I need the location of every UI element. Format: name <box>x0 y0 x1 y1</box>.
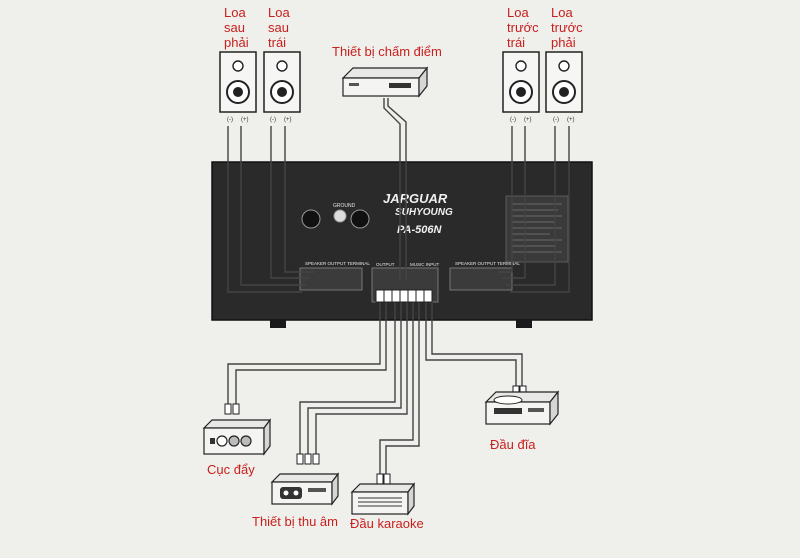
svg-text:(+): (+) <box>524 117 532 123</box>
label-front-right: Loa trước phải <box>551 5 583 50</box>
label-recorder: Thiết bị thu âm <box>252 514 338 529</box>
svg-text:(-): (-) <box>510 117 516 123</box>
svg-text:(-): (-) <box>553 117 559 123</box>
recorder-device <box>270 472 340 506</box>
svg-text:trước: trước <box>551 20 583 35</box>
disc-player-device <box>484 390 560 426</box>
svg-text:trước: trước <box>507 20 539 35</box>
speaker-front-left <box>502 51 540 113</box>
label-rear-left: Loa sau trái <box>268 5 290 50</box>
label-power-amp: Cục đẩy <box>207 462 255 477</box>
output-label: OUTPUT <box>376 262 395 267</box>
svg-text:trái: trái <box>507 35 525 50</box>
speaker-rear-left <box>263 51 301 113</box>
model-number: PA-506N <box>397 224 442 236</box>
speaker-front-right <box>545 51 583 113</box>
label-karaoke-player: Đầu karaoke <box>350 516 424 531</box>
ground-label: GROUND <box>333 203 356 209</box>
scoring-device <box>341 66 429 98</box>
svg-text:(+): (+) <box>567 117 575 123</box>
svg-text:phải: phải <box>551 35 576 50</box>
label-rear-right: Loa sau phải <box>224 5 249 50</box>
speaker-terminal-right <box>449 267 513 291</box>
svg-text:sau: sau <box>224 20 245 35</box>
label-disc-player: Đầu đĩa <box>490 437 536 452</box>
ground-terminal <box>333 209 347 223</box>
speaker-terminal-label-right: SPEAKER OUTPUT TERMINAL <box>455 261 520 266</box>
svg-text:trái: trái <box>268 35 286 50</box>
svg-text:Loa: Loa <box>268 5 290 20</box>
svg-text:(-): (-) <box>270 117 276 123</box>
label-scoring-device: Thiết bị chấm điểm <box>332 44 442 59</box>
svg-text:Loa: Loa <box>551 5 573 20</box>
svg-text:(-): (-) <box>227 117 233 123</box>
karaoke-player-device <box>350 482 416 516</box>
label-front-left: Loa trước trái <box>507 5 539 50</box>
power-amp-device <box>202 418 272 456</box>
svg-text:Loa: Loa <box>507 5 529 20</box>
svg-text:phải: phải <box>224 35 249 50</box>
brand-subtitle: SUHYOUNG <box>395 207 453 218</box>
speaker-terminal-label-left: SPEAKER OUTPUT TERMINAL <box>305 261 370 266</box>
brand-logo: JARGUAR <box>383 191 448 206</box>
svg-text:sau: sau <box>268 20 289 35</box>
music-input-label: MUSIC INPUT <box>410 262 440 267</box>
svg-text:(+): (+) <box>284 117 292 123</box>
speaker-terminal-left <box>299 267 363 291</box>
speaker-cables <box>227 126 570 293</box>
fuse-holder <box>350 209 370 229</box>
ac-outlet <box>301 209 321 229</box>
rca-plugs <box>224 289 527 485</box>
svg-text:Loa: Loa <box>224 5 246 20</box>
spec-label-plate <box>505 195 569 263</box>
speaker-rear-right <box>219 51 257 113</box>
terminal-marks: (-) (+) (-) (+) (-) (+) (-) (+) <box>227 117 575 123</box>
amplifier-rear-panel <box>211 161 593 328</box>
svg-text:(+): (+) <box>241 117 249 123</box>
signal-cables <box>227 98 523 482</box>
